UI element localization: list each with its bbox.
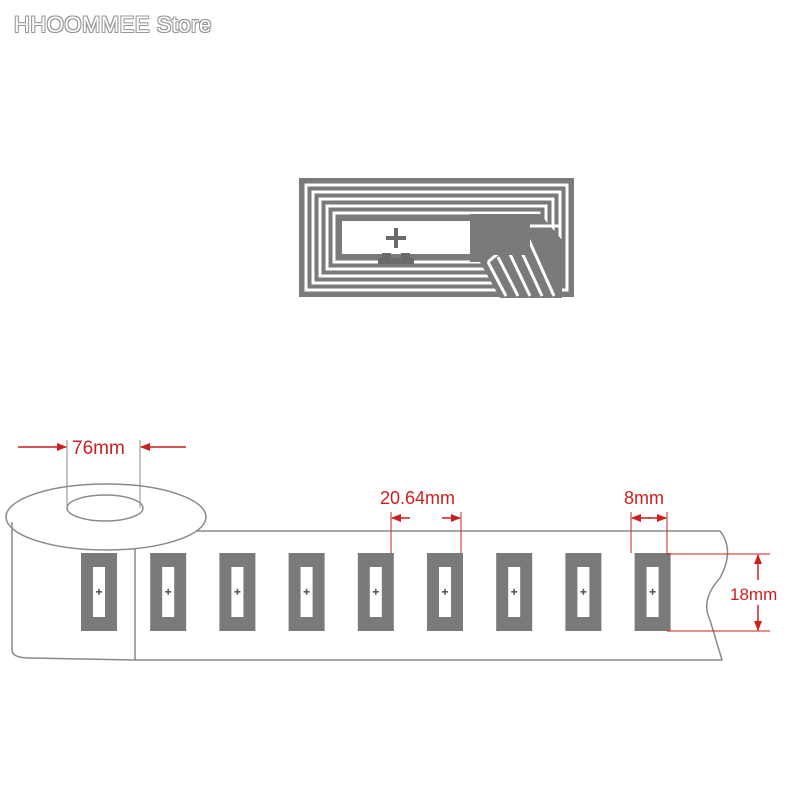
- chip-cross-icon: [386, 228, 406, 248]
- rfid-antenna-inlay: [299, 178, 574, 298]
- pitch-label: 20.64mm: [380, 488, 455, 508]
- rfid-label: [496, 553, 533, 631]
- chip-cross-icon: [305, 588, 308, 595]
- chip-cross-icon: [513, 588, 515, 595]
- rfid-label: [634, 553, 671, 631]
- rfid-label: [357, 553, 394, 631]
- rfid-label: [81, 553, 117, 631]
- dimension-pitch: 20.64mm: [380, 488, 462, 553]
- rfid-label: [219, 553, 256, 631]
- chip-cross-icon: [582, 588, 585, 595]
- rfid-label: [150, 553, 187, 631]
- dimension-label-width: 8mm: [624, 488, 668, 553]
- rfid-label: [288, 553, 325, 631]
- roll-core: [66, 494, 144, 522]
- chip-cross-icon: [167, 588, 169, 595]
- chip-cross-icon: [98, 588, 100, 595]
- label-width-label: 8mm: [624, 488, 664, 508]
- rfid-label: [427, 553, 463, 631]
- rfid-label: [565, 553, 602, 631]
- store-watermark: HHOOMMEE Store: [14, 12, 212, 37]
- label-height-label: 18mm: [730, 585, 777, 604]
- chip-cross-icon: [444, 588, 446, 595]
- dimension-label-height: 18mm: [667, 553, 777, 632]
- core-diameter-label: 76mm: [72, 438, 125, 459]
- chip-cross-icon: [651, 588, 654, 595]
- rfid-labels: [81, 553, 671, 631]
- dimension-core: 76mm: [18, 438, 186, 459]
- chip-pads: [378, 253, 414, 264]
- chip-cross-icon: [236, 588, 239, 595]
- chip-cross-icon: [375, 588, 377, 595]
